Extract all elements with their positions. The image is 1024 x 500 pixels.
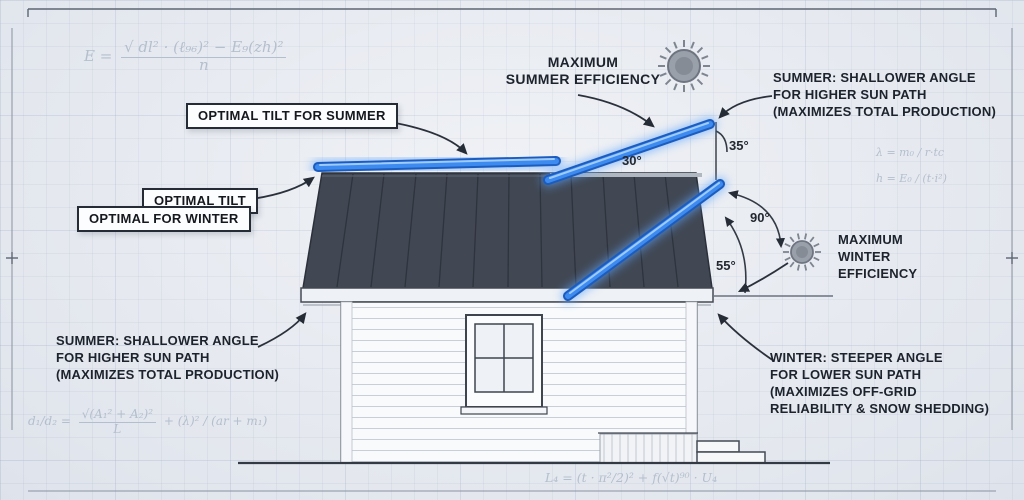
formula-bottom-right: L₄ = (t · π²/2)² + f(√t)⁹⁰ · U₄ — [545, 470, 718, 485]
arrow-optimal-summer-to-panel — [389, 121, 468, 155]
formula-bottom-left-fraction: √(A₁² + A₂)² L — [78, 408, 157, 436]
summer-note-top-line1: SUMMER: SHALLOWER ANGLE — [773, 70, 976, 85]
formula-top-left-numerator: √ dl² · (ℓ₉₆)² − E₉(zh)² — [121, 39, 287, 58]
sun-ray — [784, 256, 791, 262]
summer-note-bottom-line2: FOR HIGHER SUN PATH — [56, 350, 210, 365]
winter-sun-icon — [783, 233, 821, 271]
summer-note-top: SUMMER: SHALLOWER ANGLE FOR HIGHER SUN P… — [773, 69, 996, 120]
arrow-max-summer-to-panel — [577, 94, 655, 128]
formula-bottom-left-numerator: √(A₁² + A₂)² — [78, 408, 157, 423]
summer-note-top-line3: (MAXIMIZES TOTAL PRODUCTION) — [773, 104, 996, 119]
winter-note-line3: (MAXIMIZES OFF-GRID — [770, 384, 917, 399]
formula-top-left-fraction: √ dl² · (ℓ₉₆)² − E₉(zh)² n — [121, 39, 287, 74]
optimal-tilt-winter-box-line2: OPTIMAL FOR WINTER — [77, 206, 251, 232]
formula-bottom-left-denominator: L — [113, 421, 122, 436]
sun-ray — [696, 78, 704, 86]
sun-ray — [664, 46, 672, 54]
eave-fascia — [300, 287, 714, 303]
formula-top-left-prefix: E = — [84, 46, 113, 65]
sun-ray — [809, 261, 815, 268]
sun-ray — [804, 233, 808, 240]
summer-note-top-line2: FOR HIGHER SUN PATH — [773, 87, 927, 102]
formula-bottom-left: d₁/d₂ = √(A₁² + A₂)² L + (λ)² / (ar + m₁… — [28, 408, 267, 435]
summer-panel-flat — [311, 154, 563, 174]
sun-ray — [789, 236, 795, 243]
winter-panel — [561, 177, 727, 303]
corner-trim-left — [340, 301, 353, 464]
max-winter-line3: EFFICIENCY — [838, 266, 918, 281]
sun-ray — [813, 256, 820, 262]
max-summer-line2: SUMMER EFFICIENCY — [505, 71, 661, 87]
arc-55deg — [724, 216, 747, 294]
optimal-tilt-summer-box: OPTIMAL TILT FOR SUMMER — [186, 103, 398, 129]
arrow-winter-note-to-eave — [717, 313, 775, 362]
formula-bottom-left-tail: + (λ)² / (ar + m₁) — [163, 414, 268, 429]
summer-note-bottom-line1: SUMMER: SHALLOWER ANGLE — [56, 333, 259, 348]
formula-top-left-denominator: n — [198, 55, 209, 74]
angle-55-label: 55° — [716, 258, 736, 273]
summer-sun-icon — [658, 40, 710, 92]
summer-note-bottom-line3: (MAXIMIZES TOTAL PRODUCTION) — [56, 367, 279, 382]
callout-arrows — [251, 94, 789, 362]
angle-90-label: 90° — [750, 210, 770, 225]
formula-top-left: E = √ dl² · (ℓ₉₆)² − E₉(zh)² n — [84, 39, 290, 74]
formula-right-2: h = E₀ / (t·i²) — [876, 172, 947, 185]
formula-right-1: λ = m₀ / r·tc — [876, 146, 945, 159]
max-winter-line1: MAXIMUM — [838, 232, 903, 247]
max-summer-line1: MAXIMUM — [547, 54, 619, 70]
sun-ray — [673, 41, 678, 49]
arrow-winter-sun-to-panel — [737, 262, 789, 293]
winter-note-line2: FOR LOWER SUN PATH — [770, 367, 922, 382]
sun-ray — [813, 242, 820, 248]
sun-ray — [701, 55, 709, 60]
sun-ray — [690, 83, 695, 91]
sun-ray — [664, 78, 672, 86]
sun-ray — [784, 242, 791, 248]
house — [238, 172, 830, 465]
sun-ray — [690, 41, 695, 49]
winter-note-line4: RELIABILITY & SNOW SHEDDING) — [770, 401, 990, 416]
porch-skirt — [598, 432, 698, 464]
roof-seams — [336, 173, 679, 288]
max-summer-efficiency-label: MAXIMUM SUMMER EFFICIENCY — [498, 54, 668, 88]
sun-ray — [804, 264, 808, 271]
arrow-summer-note-top-to-panel — [718, 95, 773, 119]
arrow-optimal-winter-to-ridge — [251, 176, 315, 200]
sun-ray — [701, 72, 709, 77]
arrow-summer-note-bottom-to-eave — [257, 312, 307, 348]
arc-90deg — [727, 190, 786, 249]
sun-ray — [796, 233, 800, 240]
blueprint-frame — [6, 8, 1018, 492]
winter-note: WINTER: STEEPER ANGLE FOR LOWER SUN PATH… — [770, 349, 989, 417]
sun-ray — [796, 264, 800, 271]
formula-bottom-left-prefix: d₁/d₂ = — [28, 414, 71, 429]
sun-ray — [789, 261, 795, 268]
angle-30-label: 30° — [622, 153, 642, 168]
sun-ray — [659, 55, 667, 60]
sun-ray — [673, 83, 678, 91]
sun-ray — [659, 72, 667, 77]
sun-ray — [696, 46, 704, 54]
arc-35deg — [715, 130, 728, 153]
window — [460, 314, 548, 415]
sun-ray — [809, 236, 815, 243]
summer-note-bottom: SUMMER: SHALLOWER ANGLE FOR HIGHER SUN P… — [56, 332, 279, 383]
winter-note-line1: WINTER: STEEPER ANGLE — [770, 350, 943, 365]
max-winter-line2: WINTER — [838, 249, 891, 264]
summer-panel-tilted — [541, 117, 717, 187]
max-winter-efficiency-label: MAXIMUM WINTER EFFICIENCY — [838, 231, 917, 282]
steps — [696, 440, 766, 464]
angle-35-label: 35° — [729, 138, 749, 153]
